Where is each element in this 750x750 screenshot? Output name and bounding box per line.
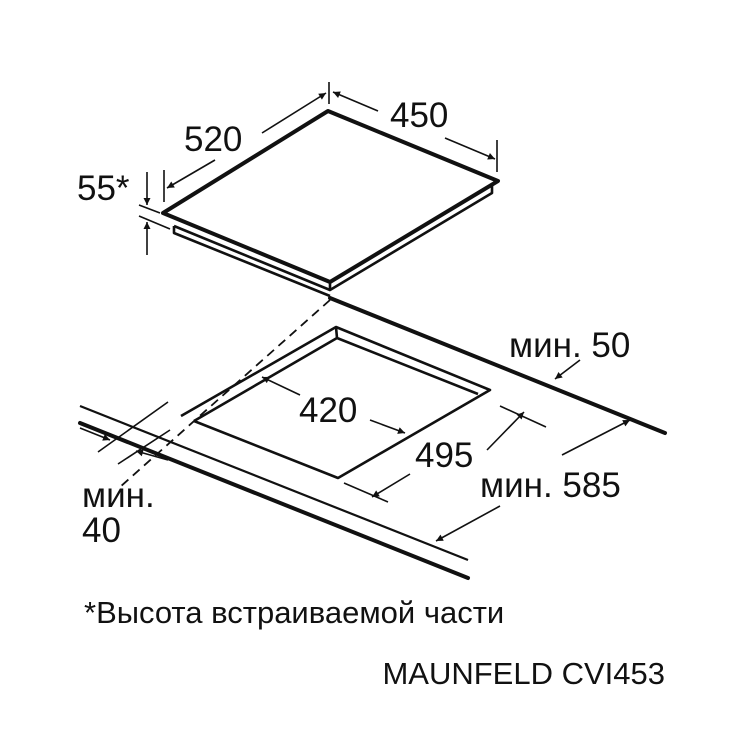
footnote: *Высота встраиваемой части xyxy=(84,595,504,630)
cutout-drawing xyxy=(180,325,492,480)
worktop-drawing xyxy=(78,296,667,580)
dim-width-label: 450 xyxy=(390,96,448,135)
dim-cutout-width-label: 420 xyxy=(299,391,357,430)
dim-depth-label: 520 xyxy=(184,120,242,159)
dim-height-label: 55* xyxy=(77,169,130,208)
dim-min-front-label: мин. xyxy=(82,476,155,515)
dim-cutout-depth-label: 495 xyxy=(415,436,473,475)
dim-min-worktop-label: мин. 585 xyxy=(480,466,621,505)
dimension-lines xyxy=(79,82,631,542)
dim-min-front-value: 40 xyxy=(82,511,121,550)
hob-drawing xyxy=(161,109,500,298)
model-name: MAUNFELD CVI453 xyxy=(382,656,665,691)
dim-min-back-label: мин. 50 xyxy=(509,326,630,365)
